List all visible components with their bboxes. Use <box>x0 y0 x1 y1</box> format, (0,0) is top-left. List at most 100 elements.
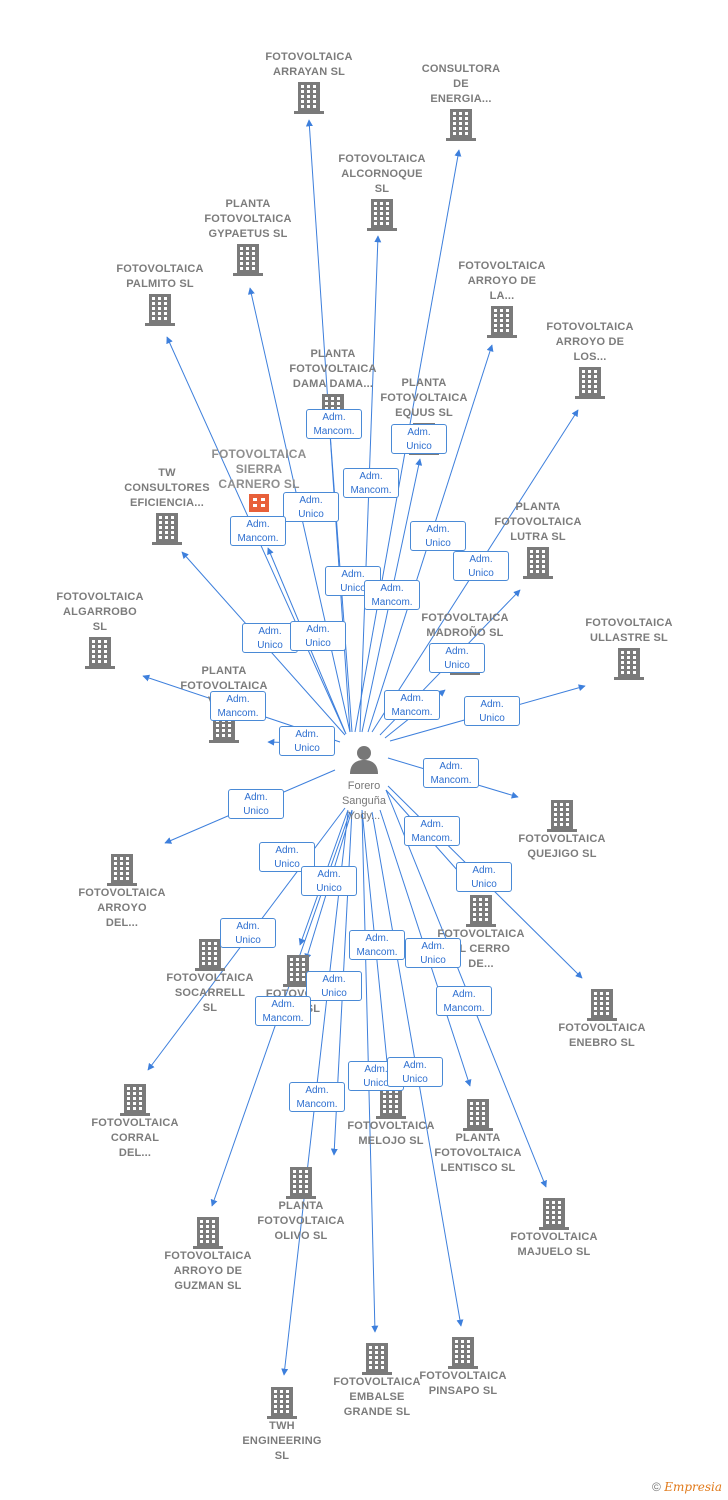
role-badge: Adm. Mancom. <box>255 996 311 1026</box>
company-label: FOTOVOLTAICA ARROYO DEL... <box>78 887 166 929</box>
role-badge: Adm. Unico <box>228 789 284 819</box>
person-icon <box>350 746 378 774</box>
building-icon <box>195 939 225 971</box>
company-label: PLANTA FOTOVOLTAICA GYPAETUS SL <box>204 198 292 240</box>
company-label: CONSULTORA DE ENERGIA... <box>421 63 501 105</box>
company-node[interactable]: CONSULTORA DE ENERGIA... <box>391 62 531 141</box>
company-label: FOTOVOLTAICA MADROÑO SL <box>421 612 509 639</box>
company-label: FOTOVOLTAICA ARROYO DE GUZMAN SL <box>164 1250 252 1292</box>
building-icon <box>193 1217 223 1249</box>
role-badge: Adm. Unico <box>456 862 512 892</box>
person-node[interactable]: Forero Sanguña Yody... <box>319 744 409 824</box>
company-label: FOTOVOLTAICA ARROYO DE LOS... <box>546 321 634 363</box>
role-badge: Adm. Mancom. <box>210 691 266 721</box>
company-label: PLANTA FOTOVOLTAICA EQUUS SL <box>380 377 468 419</box>
building-icon <box>145 294 175 326</box>
company-node[interactable]: FOTOVOLTAICA ARROYO DEL... <box>52 852 192 931</box>
company-node[interactable]: FOTOVOLTAICA CORRAL DEL... <box>65 1082 205 1161</box>
company-node[interactable]: FOTOVOLTAICA ARROYO DE LOS... <box>520 320 660 399</box>
building-icon <box>283 955 313 987</box>
role-badge: Adm. Unico <box>405 938 461 968</box>
role-badge: Adm. Unico <box>279 726 335 756</box>
building-icon <box>523 547 553 579</box>
company-node[interactable]: FOTOVOLTAICA PINSAPO SL <box>393 1335 533 1399</box>
role-badge: Adm. Mancom. <box>423 758 479 788</box>
company-node[interactable]: TWH ENGINEERING SL <box>212 1385 352 1464</box>
role-badge: Adm. Unico <box>220 918 276 948</box>
building-icon <box>463 1099 493 1131</box>
company-node[interactable]: FOTOVOLTAICA ENEBRO SL <box>532 987 672 1051</box>
building-icon <box>376 1087 406 1119</box>
company-label: PLANTA FOTOVOLTAICA LUTRA SL <box>494 501 582 543</box>
role-badge: Adm. Unico <box>410 521 466 551</box>
company-label: PLANTA FOTOVOLTAICA LENTISCO SL <box>434 1132 522 1174</box>
company-label: FOTOVOLTAICA ENEBRO SL <box>558 1022 646 1049</box>
company-node[interactable]: FOTOVOLTAICA ALGARROBO SL <box>30 590 170 669</box>
role-badge: Adm. Unico <box>242 623 298 653</box>
role-badge: Adm. Mancom. <box>364 580 420 610</box>
focus-company-label: FOTOVOLTAICA SIERRA CARNERO SL <box>211 447 307 491</box>
brand-logo: Empresia <box>664 1480 722 1494</box>
building-icon <box>85 637 115 669</box>
role-badge: Adm. Mancom. <box>349 930 405 960</box>
role-badge: Adm. Mancom. <box>384 690 440 720</box>
company-node[interactable]: PLANTA FOTOVOLTAICA GYPAETUS SL <box>178 197 318 276</box>
company-label: FOTOVOLTAICA MAJUELO SL <box>510 1231 598 1258</box>
company-node[interactable]: FOTOVOLTAICA ULLASTRE SL <box>559 616 699 680</box>
building-icon <box>120 1084 150 1116</box>
role-badge: Adm. Mancom. <box>436 986 492 1016</box>
building-icon <box>587 989 617 1021</box>
company-label: PLANTA FOTOVOLTAICA DAMA DAMA... <box>289 348 377 390</box>
role-badge: Adm. Unico <box>429 643 485 673</box>
building-icon <box>547 800 577 832</box>
company-label: FOTOVOLTAICA PINSAPO SL <box>419 1370 507 1397</box>
building-icon <box>362 1343 392 1375</box>
building-icon <box>286 1167 316 1199</box>
company-node[interactable]: TW CONSULTORES EFICIENCIA... <box>97 466 237 545</box>
building-icon <box>233 244 263 276</box>
role-badge: Adm. Unico <box>453 551 509 581</box>
building-icon <box>152 513 182 545</box>
role-badge: Adm. Mancom. <box>289 1082 345 1112</box>
company-node[interactable]: FOTOVOLTAICA MELOJO SL <box>321 1085 461 1149</box>
company-label: FOTOVOLTAICA CORRAL DEL... <box>91 1117 179 1159</box>
role-badge: Adm. Unico <box>283 492 339 522</box>
footer-credit: © Empresia <box>652 1480 722 1494</box>
company-node[interactable]: PLANTA FOTOVOLTAICA LENTISCO SL <box>408 1097 548 1176</box>
copyright-symbol: © <box>652 1480 661 1494</box>
company-node[interactable]: FOTOVOLTAICA ALCORNOQUE SL <box>312 152 452 231</box>
company-node[interactable]: FOTOVOLTAICA PALMITO SL <box>90 262 230 326</box>
role-badge: Adm. Unico <box>464 696 520 726</box>
company-node[interactable]: FOTOVOLTAICA EMBALSE GRANDE SL <box>307 1341 447 1420</box>
role-badge: Adm. Mancom. <box>343 468 399 498</box>
company-label: TW CONSULTORES EFICIENCIA... <box>124 467 210 509</box>
role-badge: Adm. Unico <box>387 1057 443 1087</box>
company-node[interactable]: PLANTA FOTOVOLTAICA LUTRA SL <box>468 500 608 579</box>
company-label: FOTOVOLTAICA MELOJO SL <box>347 1120 435 1147</box>
company-label: PLANTA FOTOVOLTAICA OLIVO SL <box>257 1200 345 1242</box>
building-icon <box>446 109 476 141</box>
company-node[interactable]: FOTOVOLTAICA ARROYO DE GUZMAN SL <box>138 1215 278 1294</box>
company-node[interactable]: FOTOVOLTAICA QUEJIGO SL <box>492 798 632 862</box>
role-badge: Adm. Unico <box>391 424 447 454</box>
company-label: FOTOVOLTAICA EMBALSE GRANDE SL <box>333 1376 421 1418</box>
building-icon <box>249 494 269 512</box>
company-label: FOTOVOLTAICA ALCORNOQUE SL <box>338 153 426 195</box>
building-icon <box>448 1337 478 1369</box>
company-node[interactable]: FOTOVOLTAICA MAJUELO SL <box>484 1196 624 1260</box>
company-node[interactable]: FOTOVOLTAICA SOCARRELL SL <box>140 937 280 1016</box>
company-node[interactable]: FOTOVOLTAICA ARRAYAN SL <box>239 50 379 114</box>
role-badge: Adm. Unico <box>306 971 362 1001</box>
company-label: FOTOVOLTAICA SOCARRELL SL <box>166 972 254 1014</box>
company-label: FOTOVOLTAICA ULLASTRE SL <box>585 617 673 644</box>
focus-company-node[interactable]: FOTOVOLTAICA SIERRA CARNERO SL <box>189 447 329 512</box>
role-badge: Adm. Mancom. <box>404 816 460 846</box>
company-node[interactable]: FOTOVOLTAICA ARROYO DE LA... <box>432 259 572 338</box>
company-label: TWH ENGINEERING SL <box>242 1420 322 1462</box>
building-icon <box>614 648 644 680</box>
company-node[interactable]: PLANTA FOTOVOLTAICA OLIVO SL <box>231 1165 371 1244</box>
company-label: FOTOVOLTAICA PALMITO SL <box>116 263 204 290</box>
role-badge: Adm. Unico <box>290 621 346 651</box>
company-label: FOTOVOLTAICA ARROYO DE LA... <box>458 260 546 302</box>
